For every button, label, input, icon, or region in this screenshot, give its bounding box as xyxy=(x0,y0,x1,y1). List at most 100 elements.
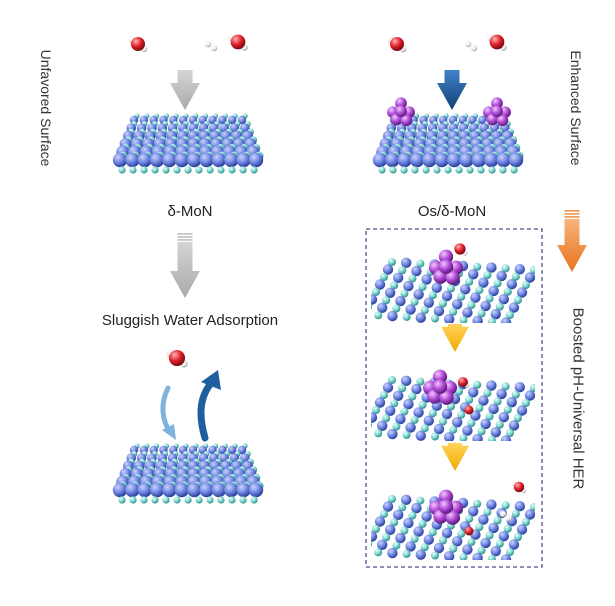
molybdenum-atom xyxy=(371,531,378,542)
nitrogen-atom xyxy=(228,496,236,504)
osmium-cluster xyxy=(422,369,458,405)
molybdenum-atom xyxy=(478,395,489,406)
molybdenum-atom xyxy=(524,509,535,520)
nitrogen-atom xyxy=(467,419,476,428)
reaction-surface-3 xyxy=(371,494,535,560)
nitrogen-atom xyxy=(371,422,372,428)
osmium-cluster xyxy=(428,249,464,285)
nitrogen-atom xyxy=(511,272,520,281)
nitrogen-atom xyxy=(382,296,391,305)
nitrogen-atom xyxy=(506,429,514,437)
molybdenum-atom xyxy=(236,482,251,498)
molybdenum-atom xyxy=(395,532,406,544)
molybdenum-atom xyxy=(431,282,442,293)
nitrogen-atom xyxy=(503,405,512,414)
molybdenum-atom xyxy=(470,292,481,303)
osmium-atom xyxy=(491,105,503,118)
nitrogen-atom xyxy=(418,400,427,409)
os-mon-surface-label: Os/δ-MoN xyxy=(417,203,487,220)
nitrogen-atom xyxy=(459,553,468,560)
molybdenum-atom xyxy=(423,415,434,426)
molybdenum-atom xyxy=(186,482,202,498)
molybdenum-atom xyxy=(472,315,483,323)
nitrogen-atom xyxy=(477,309,486,318)
molybdenum-atom xyxy=(374,397,386,408)
molybdenum-atom xyxy=(393,390,404,401)
nitrogen-atom xyxy=(431,432,439,441)
nitrogen-atom xyxy=(206,496,214,504)
nitrogen-atom xyxy=(129,166,137,174)
osmium-atom xyxy=(432,369,448,384)
nitrogen-atom xyxy=(398,503,407,512)
nitrogen-atom xyxy=(455,166,463,174)
molybdenum-atom xyxy=(490,309,501,320)
molybdenum-atom xyxy=(490,427,501,438)
molybdenum-atom xyxy=(224,152,239,168)
nitrogen-atom xyxy=(129,496,137,504)
osmium-atom xyxy=(445,270,460,285)
molybdenum-atom xyxy=(452,417,463,428)
nitrogen-atom xyxy=(184,496,192,504)
nitrogen-atom xyxy=(388,376,396,384)
molybdenum-atom xyxy=(459,152,474,168)
molybdenum-atom xyxy=(236,152,251,168)
nitrogen-atom xyxy=(398,266,407,275)
molybdenum-atom xyxy=(444,314,455,323)
nitrogen-atom xyxy=(477,166,485,174)
nitrogen-atom xyxy=(501,264,510,273)
nitrogen-atom xyxy=(485,531,494,540)
molybdenum-atom xyxy=(359,427,369,437)
osmium-cluster xyxy=(428,489,464,525)
nitrogen-atom xyxy=(408,274,417,283)
molybdenum-atom xyxy=(385,287,396,298)
water-molecule-icon xyxy=(512,481,526,494)
nitrogen-atom xyxy=(374,429,383,438)
sluggish-adsorption-label: Sluggish Water Adsorption xyxy=(101,312,279,329)
osmium-atom xyxy=(496,114,509,127)
nitrogen-atom xyxy=(371,541,372,547)
molybdenum-atom xyxy=(387,547,398,559)
nitrogen-atom xyxy=(390,518,399,527)
nitrogen-atom xyxy=(514,533,522,541)
molybdenum-atom xyxy=(125,152,140,168)
nitrogen-atom xyxy=(530,384,535,392)
molybdenum-atom xyxy=(498,412,509,423)
yellow-down-arrow-icon xyxy=(441,324,469,352)
molybdenum-atom xyxy=(471,152,487,168)
molybdenum-atom xyxy=(470,410,481,421)
molybdenum-atom xyxy=(137,152,152,168)
molybdenum-atom xyxy=(480,537,491,549)
molybdenum-atom xyxy=(411,265,422,277)
her-panel-box xyxy=(365,228,543,568)
curved-arrow-icon xyxy=(197,370,221,442)
molybdenum-atom xyxy=(423,534,434,545)
molybdenum-atom xyxy=(359,309,369,319)
nitrogen-atom xyxy=(380,273,388,281)
water-molecule-icon xyxy=(128,36,148,53)
nitrogen-atom xyxy=(466,166,474,174)
molybdenum-atom xyxy=(411,502,422,514)
osmium-atom xyxy=(439,390,454,405)
molybdenum-atom xyxy=(218,115,227,125)
gray-down-arrow-icon xyxy=(170,70,200,110)
nitrogen-atom xyxy=(465,395,474,404)
molybdenum-atom xyxy=(137,482,152,498)
nitrogen-atom xyxy=(455,387,463,396)
molybdenum-atom xyxy=(227,445,237,455)
nitrogen-atom xyxy=(467,301,476,310)
molybdenum-atom xyxy=(472,433,483,441)
molybdenum-atom xyxy=(524,390,535,401)
molybdenum-atom xyxy=(409,152,425,168)
nitrogen-atom xyxy=(522,518,530,526)
nitrogen-atom xyxy=(514,414,522,422)
molybdenum-atom xyxy=(112,152,128,168)
molybdenum-atom xyxy=(484,152,499,168)
nitrogen-atom xyxy=(402,312,411,321)
molybdenum-atom xyxy=(415,312,426,323)
nitrogen-atom xyxy=(444,166,452,174)
nitrogen-atom xyxy=(418,519,427,528)
osmium-cluster-left xyxy=(387,97,415,127)
molybdenum-atom xyxy=(237,445,247,455)
molybdenum-atom xyxy=(395,295,406,307)
molybdenum-atom xyxy=(516,405,528,416)
